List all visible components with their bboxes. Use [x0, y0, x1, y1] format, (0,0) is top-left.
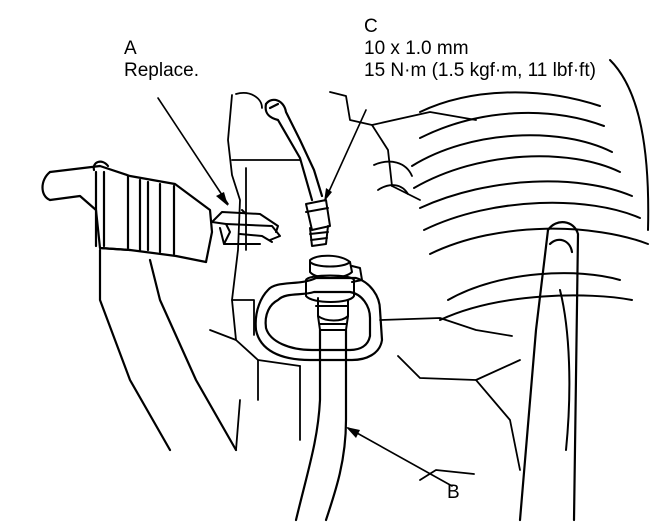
leader-line-a	[157, 97, 229, 205]
callout-c: C 10 x 1.0 mm 15 N·m (1.5 kgf·m, 11 lbf·…	[364, 16, 596, 82]
arrowhead-b	[346, 427, 360, 438]
callout-a-note: Replace.	[124, 60, 199, 81]
retaining-clip	[211, 209, 281, 245]
callout-b: B	[447, 482, 460, 504]
callout-c-torque: 15 N·m (1.5 kgf·m, 11 lbf·ft)	[364, 60, 596, 81]
brake-hose	[294, 328, 348, 522]
leader-line-b	[347, 427, 453, 487]
brake-line	[264, 98, 324, 202]
hose-bracket	[254, 276, 384, 362]
background-structure	[209, 91, 521, 481]
strut-body	[518, 221, 580, 522]
leader-line-c	[325, 109, 367, 199]
coil-spring	[411, 59, 650, 451]
lower-arm	[41, 160, 238, 452]
callout-a-letter: A	[124, 38, 137, 59]
callout-c-letter: C	[364, 16, 378, 37]
arrowhead-c	[324, 188, 332, 202]
callout-c-size: 10 x 1.0 mm	[364, 38, 469, 59]
flare-nut	[305, 199, 331, 247]
arrowhead-a	[216, 192, 228, 206]
callout-b-letter: B	[447, 482, 460, 503]
leader-lines	[157, 97, 453, 487]
callout-a: A Replace.	[124, 38, 199, 82]
hose-fitting	[305, 254, 363, 331]
